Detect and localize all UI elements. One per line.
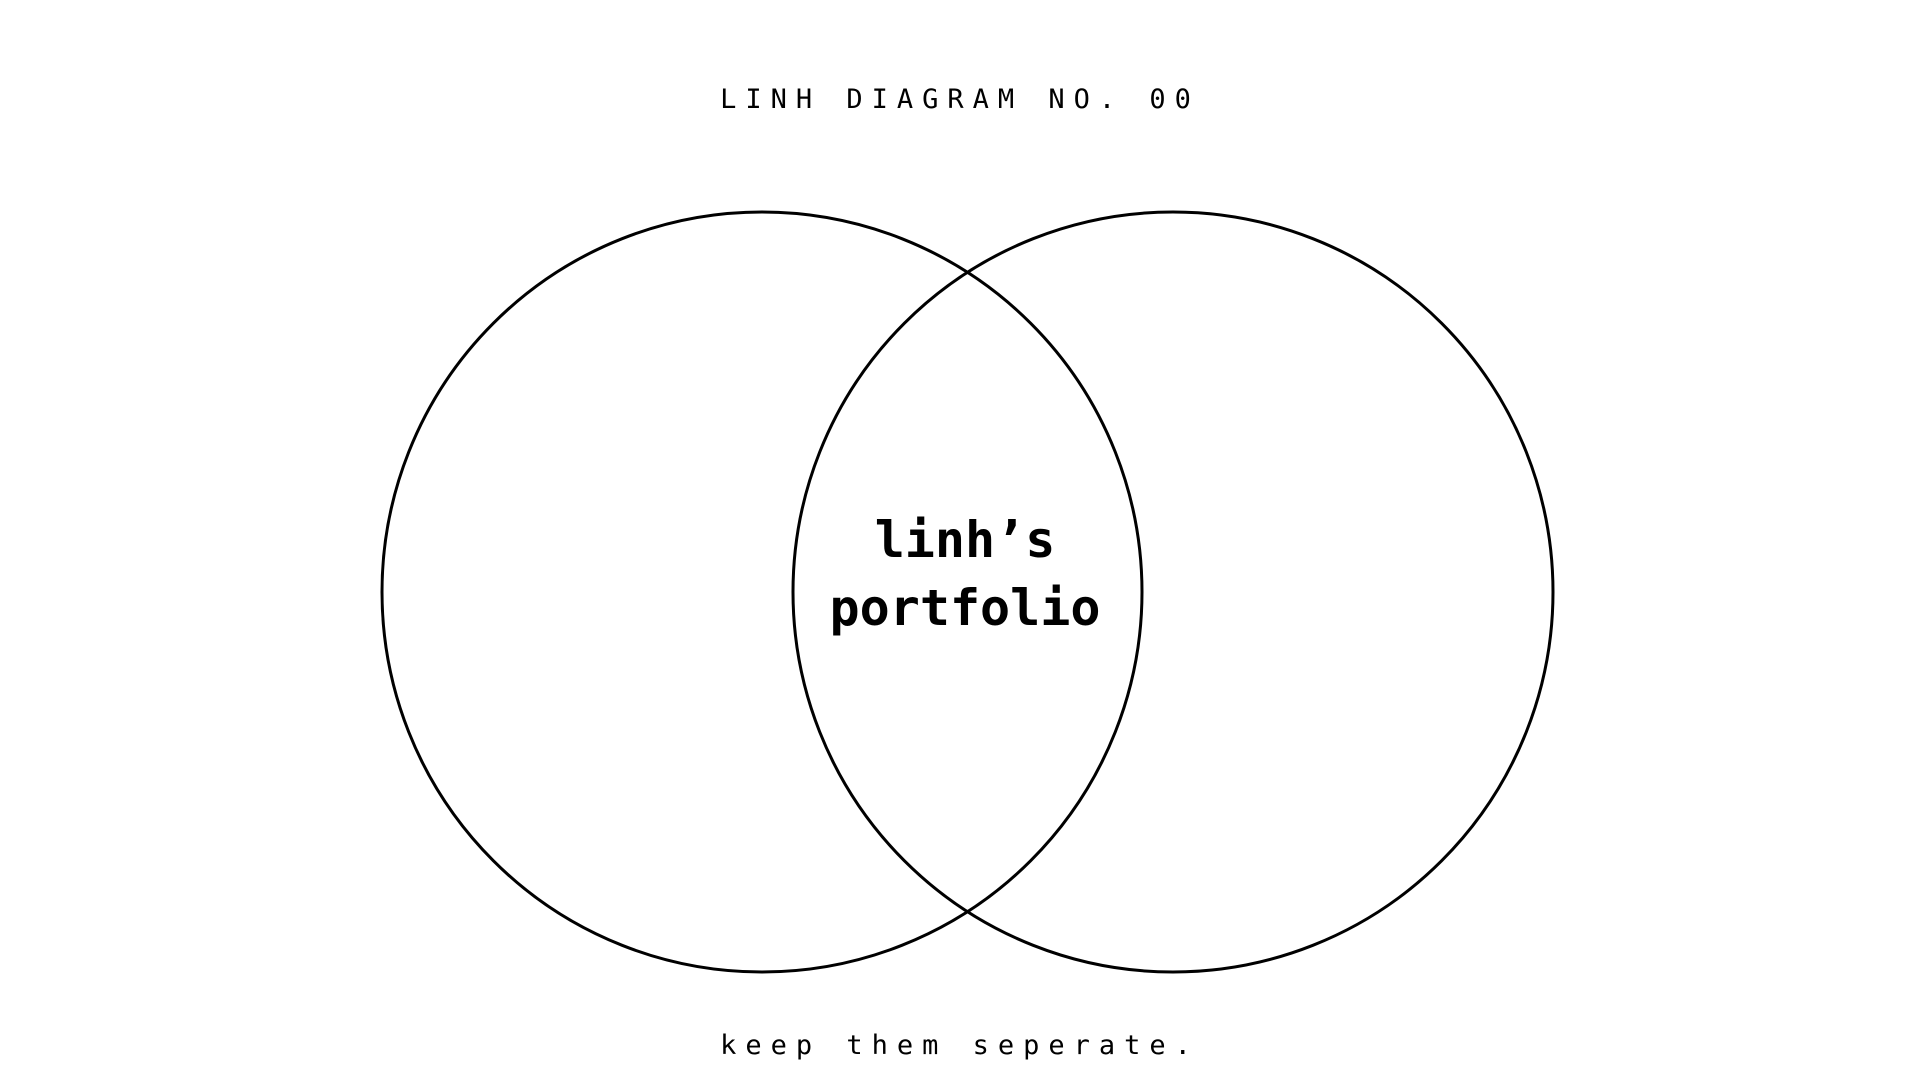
intersection-label-line-1: linh’s <box>874 511 1056 569</box>
right-circle <box>791 210 1555 974</box>
footer-caption: keep them seperate. <box>720 1030 1200 1061</box>
left-circle <box>380 210 1144 974</box>
intersection-label-line-2: portfolio <box>829 579 1101 637</box>
diagram-title: LINH DIAGRAM NO. 00 <box>720 84 1200 115</box>
intersection-label: linh’s portfolio <box>760 506 1170 642</box>
